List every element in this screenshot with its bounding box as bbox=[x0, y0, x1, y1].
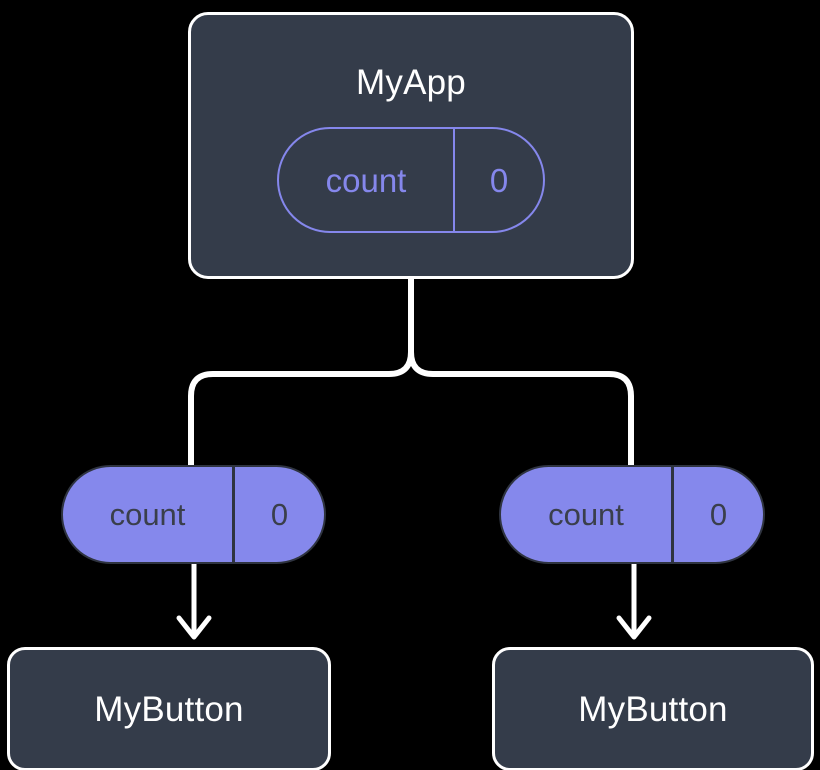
component-label-myapp: MyApp bbox=[356, 63, 466, 102]
signal-value: 0 bbox=[489, 161, 509, 199]
arrow-head-left-icon bbox=[176, 615, 212, 640]
arrow-head-right-icon bbox=[616, 615, 652, 640]
signal-divider bbox=[453, 129, 455, 231]
connector-split-branch-right bbox=[408, 349, 634, 471]
signal-name: count bbox=[548, 497, 624, 532]
signal-pill-right[interactable]: count 0 bbox=[499, 465, 765, 564]
component-node-mybutton-right[interactable]: MyButton bbox=[492, 647, 814, 770]
component-label-mybutton: MyButton bbox=[578, 689, 728, 729]
component-node-mybutton-left[interactable]: MyButton bbox=[7, 647, 331, 770]
connector-split-trunk bbox=[188, 276, 414, 471]
signal-pill-myapp[interactable]: count 0 bbox=[277, 127, 545, 233]
signal-value: 0 bbox=[709, 497, 728, 532]
signal-pill-left[interactable]: count 0 bbox=[61, 465, 326, 564]
component-node-myapp[interactable]: MyApp bbox=[188, 12, 634, 279]
component-label-mybutton: MyButton bbox=[94, 689, 244, 729]
signal-divider bbox=[232, 467, 235, 562]
signal-divider bbox=[671, 467, 674, 562]
signal-value: 0 bbox=[270, 497, 289, 532]
signal-name: count bbox=[325, 161, 407, 199]
signal-name: count bbox=[109, 497, 186, 532]
